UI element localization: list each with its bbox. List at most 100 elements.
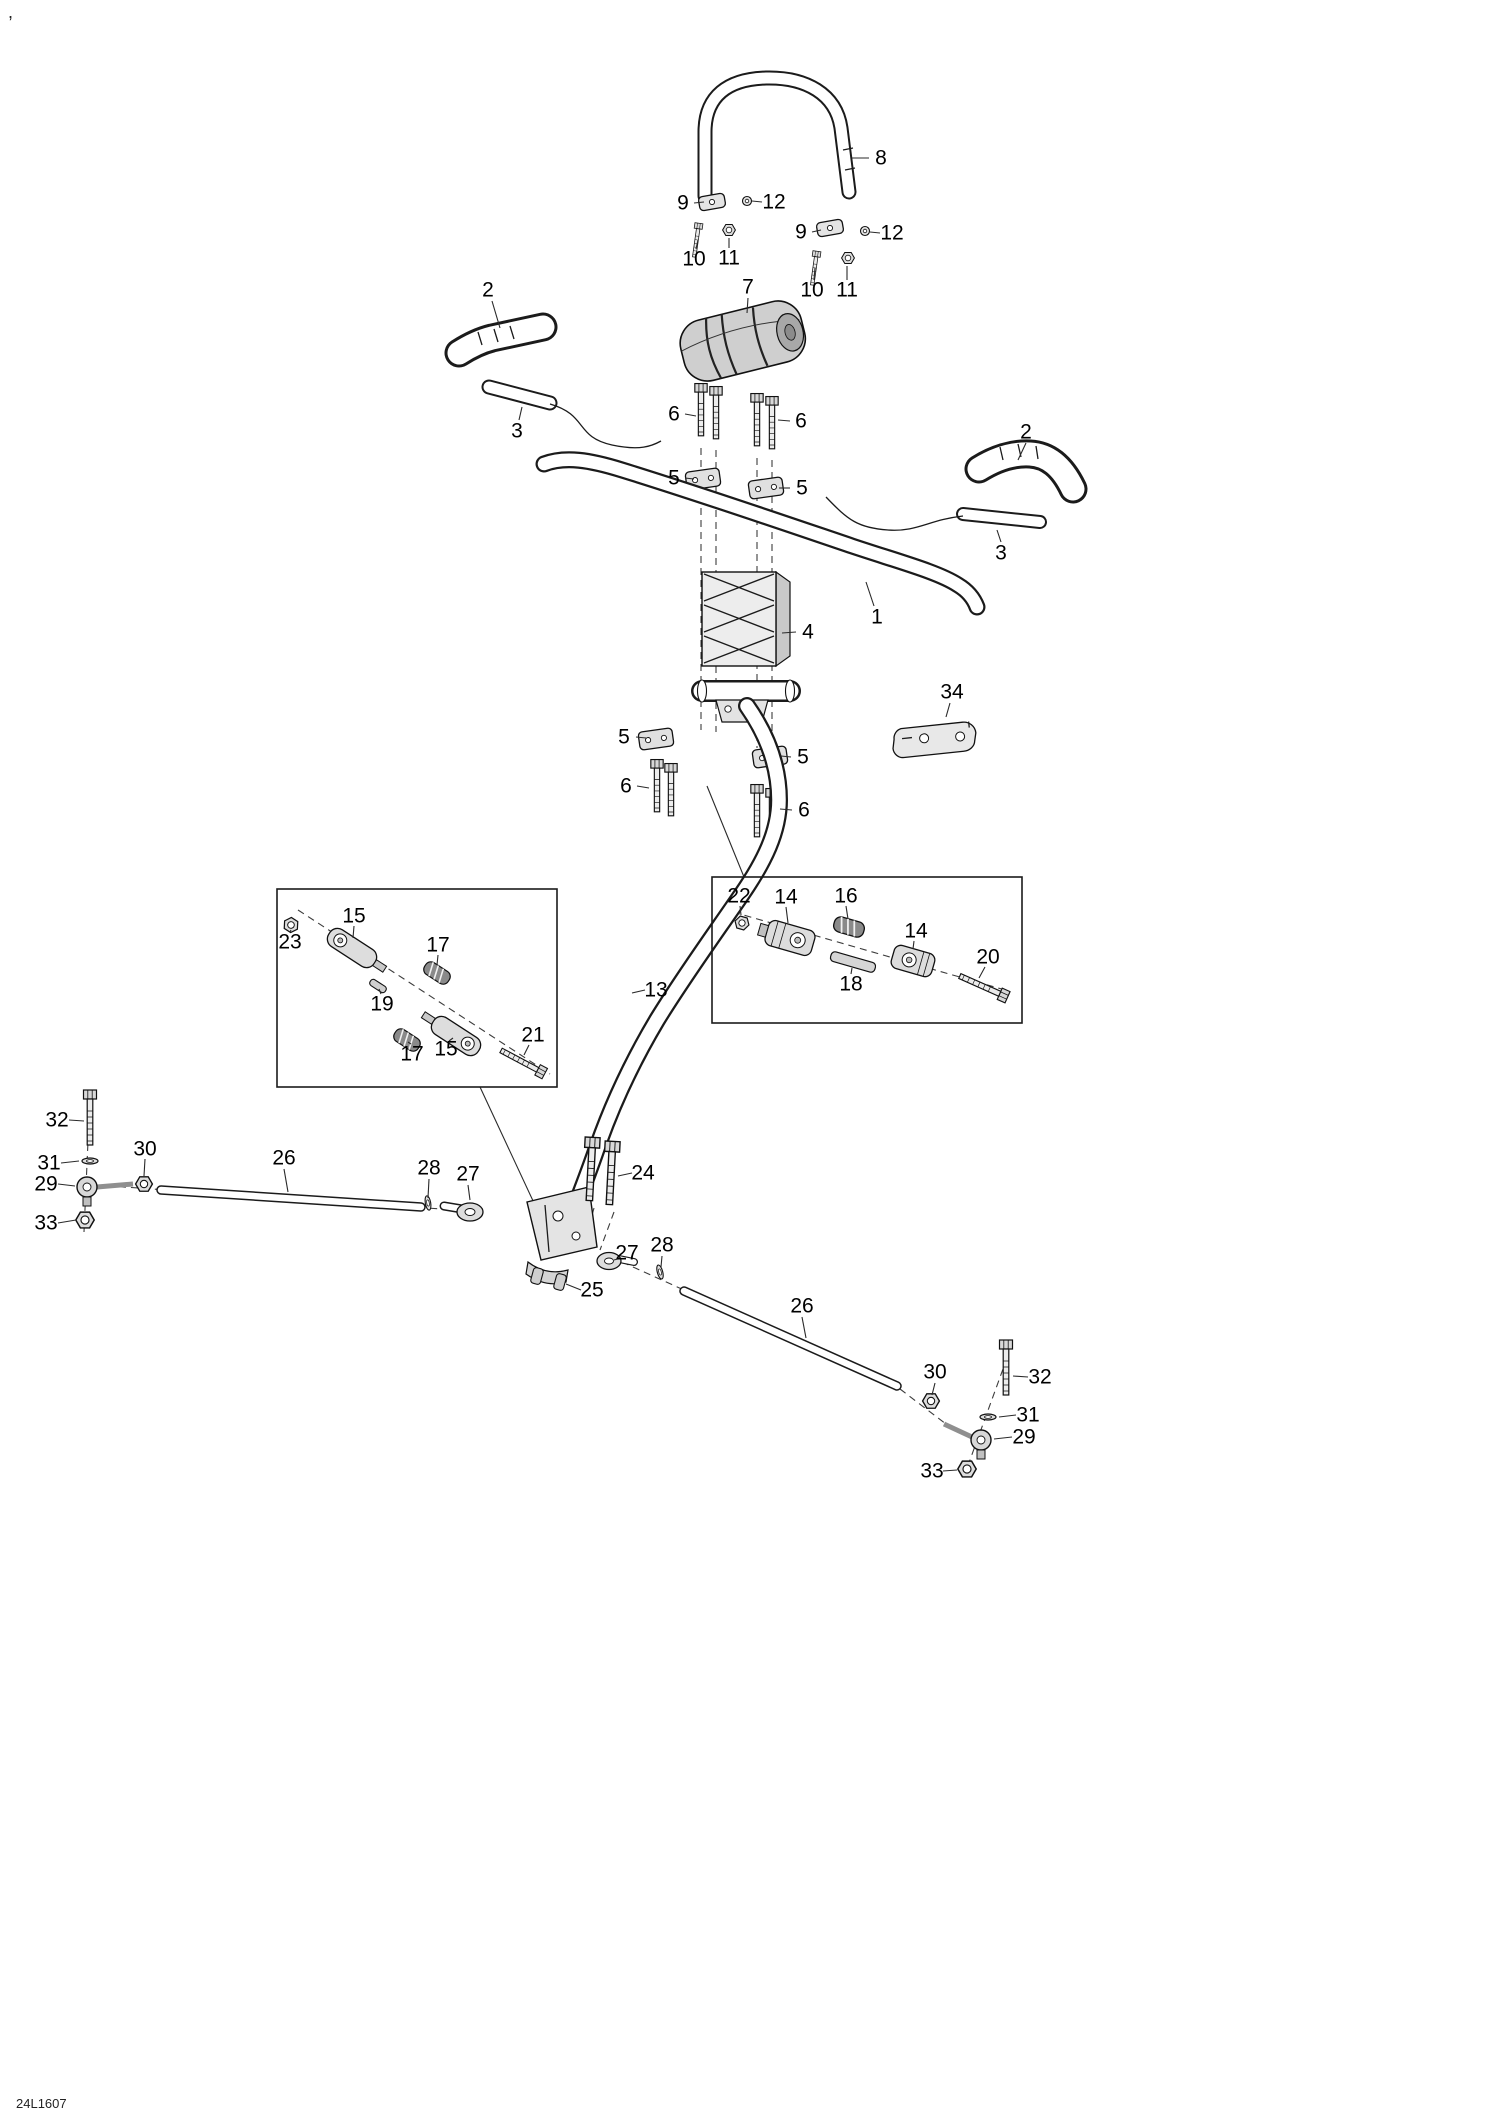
leader-line-19 (378, 988, 382, 995)
leader-line-27 (467, 1184, 471, 1201)
part-8-handlebar-hoop (697, 70, 857, 204)
part-20-bolt (956, 969, 1011, 1004)
part-9-clamp (697, 192, 727, 212)
part-26-tie-rod-right (679, 1286, 902, 1391)
leader-line-26 (283, 1168, 289, 1193)
leader-line-30 (931, 1382, 936, 1396)
leader-line-26 (801, 1316, 807, 1339)
callout-13: 13 (644, 979, 667, 1002)
leader-line-30 (143, 1158, 146, 1177)
leader-line-4 (781, 631, 797, 634)
callout-33: 33 (34, 1212, 57, 1235)
callout-28: 28 (650, 1234, 673, 1257)
leader-line-31 (998, 1414, 1017, 1418)
leader-line-1 (865, 581, 875, 607)
part-27-rod-end-right (596, 1251, 638, 1271)
callout-22: 22 (727, 885, 750, 908)
column-base-bracket (525, 1186, 598, 1285)
callout-1: 1 (871, 606, 883, 629)
leader-line-22 (739, 905, 742, 916)
callout-7: 7 (742, 276, 754, 299)
leader-line-25 (565, 1283, 582, 1291)
callout-5: 5 (797, 746, 809, 769)
part-34-bracket (892, 721, 977, 759)
part-19-pin (369, 978, 387, 994)
leader-line-23 (289, 929, 292, 933)
part-11-nut (841, 251, 855, 265)
leader-line-12 (869, 231, 881, 234)
corner-mark: , (8, 2, 13, 22)
callout-26: 26 (790, 1295, 813, 1318)
callout-17: 17 (400, 1043, 423, 1066)
callout-18: 18 (839, 973, 862, 996)
part-11-nut (722, 223, 736, 237)
part-12-washer (741, 195, 753, 207)
leader-line-24 (617, 1172, 633, 1177)
part-32-bolt-right (998, 1339, 1014, 1396)
leader-line-3 (518, 406, 523, 421)
callout-31: 31 (37, 1152, 60, 1175)
leader-line-29 (993, 1436, 1013, 1440)
callout-14: 14 (904, 920, 928, 943)
leader-line-31 (60, 1160, 80, 1164)
leader-line-9 (811, 229, 822, 233)
part-25-clamp-screws (530, 1267, 567, 1291)
part-2-grip-right (964, 439, 1088, 504)
leader-line-32 (68, 1119, 85, 1122)
part-33-nut-left (75, 1211, 95, 1229)
callout-2: 2 (1020, 421, 1032, 444)
leader-line-3 (996, 529, 1002, 543)
callout-26: 26 (272, 1147, 295, 1170)
leader-line-5 (635, 736, 647, 739)
part-7-handlebar-pad (679, 300, 807, 382)
callout-3: 3 (995, 542, 1007, 565)
leader-line-29 (57, 1183, 76, 1187)
callout-11: 11 (718, 247, 740, 270)
callout-30: 30 (133, 1138, 156, 1161)
leader-line-14 (785, 906, 789, 924)
callout-5: 5 (618, 726, 630, 749)
callout-leader-lines (57, 157, 1029, 1472)
callout-5: 5 (668, 467, 680, 490)
callout-10: 10 (800, 279, 823, 302)
callout-29: 29 (1012, 1426, 1035, 1449)
part-31-washer-left (81, 1157, 99, 1165)
part-6-bolts-upper (694, 382, 779, 450)
part-15-rod-end-lower (420, 1011, 482, 1057)
part-3-grip-heater-left (481, 379, 662, 449)
part-31-washer-right (979, 1413, 997, 1421)
callout-25: 25 (580, 1279, 603, 1302)
callout-5: 5 (796, 477, 808, 500)
callout-29: 29 (34, 1173, 57, 1196)
leader-line-15 (352, 925, 355, 939)
leader-line-21 (523, 1044, 530, 1056)
part-1-handlebar (535, 451, 986, 616)
leader-line-32 (1012, 1375, 1029, 1378)
leader-line-15 (448, 1037, 454, 1042)
callout-6: 6 (620, 775, 632, 798)
callout-21: 21 (521, 1024, 544, 1047)
callout-27: 27 (615, 1242, 638, 1265)
diagram-code: 24L1607 (16, 2096, 67, 2111)
callout-15: 15 (342, 905, 365, 928)
leader-line-28 (660, 1255, 663, 1268)
callout-6: 6 (668, 403, 680, 426)
leader-line-6 (636, 785, 650, 789)
callout-6: 6 (798, 799, 810, 822)
leader-line-10 (813, 267, 816, 281)
callout-2: 2 (482, 279, 494, 302)
callout-16: 16 (834, 885, 857, 908)
part-30-nut-right (921, 1393, 941, 1409)
callout-3: 3 (511, 420, 523, 443)
callout-12: 12 (880, 222, 903, 245)
leader-line-9 (693, 201, 705, 204)
part-32-bolt-left (82, 1089, 98, 1146)
leader-line-2 (1017, 442, 1027, 461)
callout-9: 9 (795, 221, 807, 244)
leader-line-27 (613, 1257, 622, 1261)
callout-23: 23 (278, 931, 301, 954)
callout-34: 34 (940, 681, 964, 704)
leader-line-18 (850, 967, 853, 975)
